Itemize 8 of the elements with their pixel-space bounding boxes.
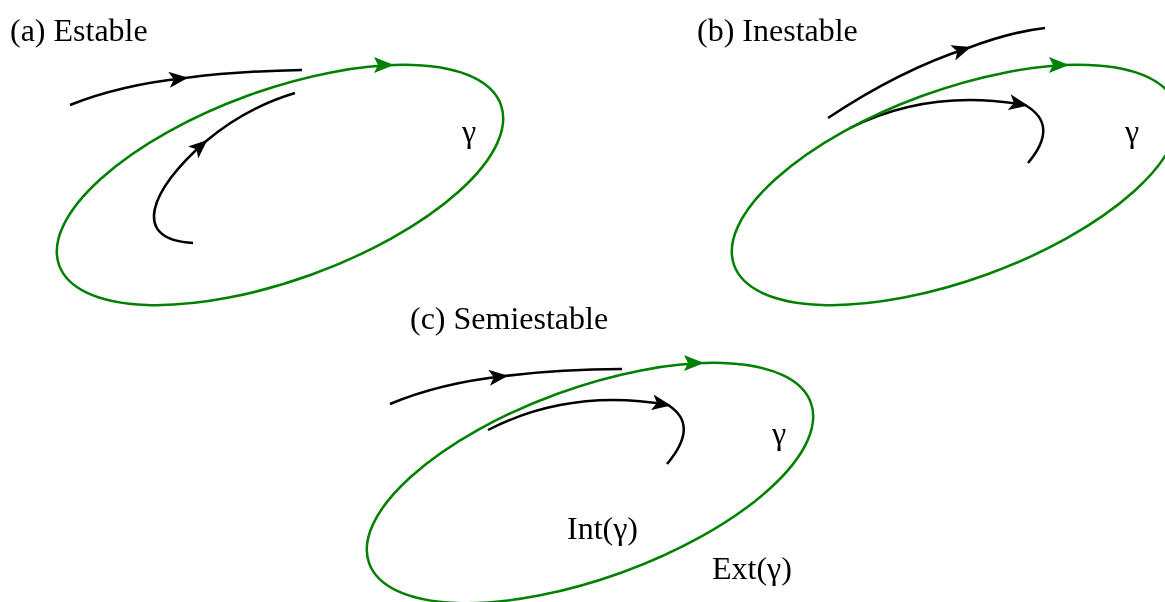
curve-label: γ bbox=[1125, 115, 1140, 147]
panel-title: (a) Estable bbox=[10, 14, 148, 46]
panel-title: (b) Inestable bbox=[697, 14, 858, 46]
region-label: Int(γ) bbox=[567, 512, 638, 544]
region-label: Ext(γ) bbox=[712, 552, 792, 584]
curve-label: γ bbox=[772, 417, 787, 449]
curve-label: γ bbox=[462, 115, 477, 147]
panel-title: (c) Semiestable bbox=[410, 302, 609, 334]
